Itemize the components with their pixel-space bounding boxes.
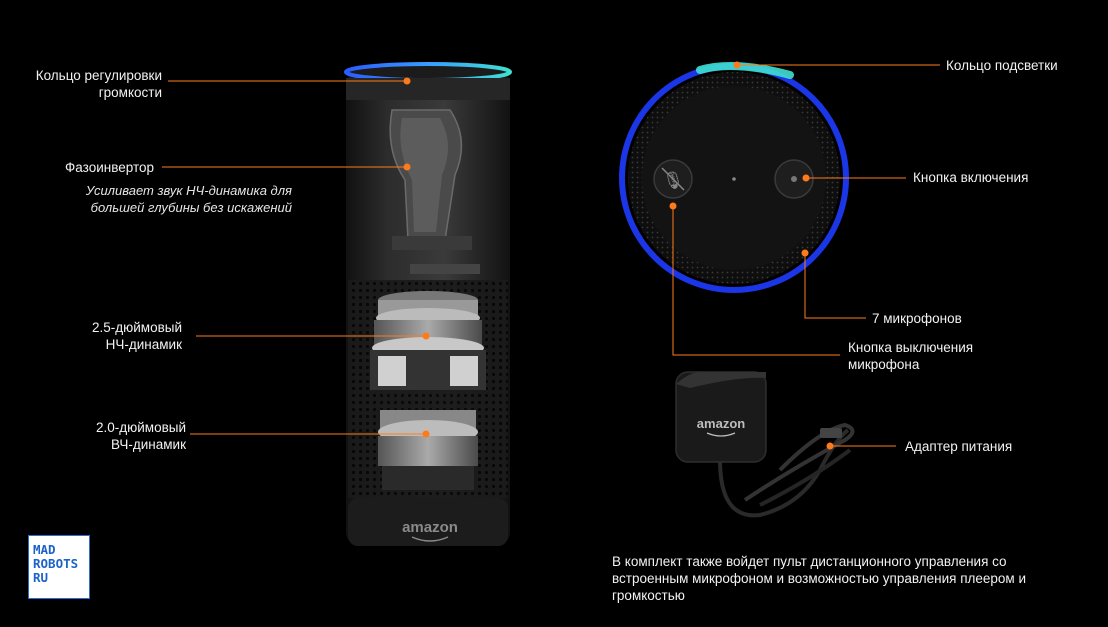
label-mic-off-button: Кнопка выключения микрофона (848, 339, 973, 373)
echo-brand-text: amazon (402, 519, 458, 536)
label-volume-ring-line2: громкости (98, 85, 162, 100)
logo-line3: RU (33, 570, 49, 585)
echo-speaker: amazon (344, 62, 512, 546)
label-woofer-line1: 2.5-дюймовый (91, 320, 182, 335)
bundle-note: В комплект также войдет пульт дистанцион… (612, 554, 1026, 603)
echo-dot: 🎙 (619, 62, 849, 293)
label-tweeter-line1: 2.0-дюймовый (95, 420, 186, 435)
label-woofer-line2: НЧ-динамик (105, 337, 182, 352)
label-mic-off-line2: микрофона (848, 357, 920, 372)
label-volume-ring: Кольцо регулировки громкости (36, 67, 162, 101)
label-power-button: Кнопка включения (913, 170, 1029, 185)
logo-line2: ROBOTS (33, 556, 79, 571)
label-bass-reflex-desc-line2: большей глубины без искажений (90, 200, 292, 215)
label-tweeter: 2.0-дюймовый ВЧ-динамик (96, 419, 186, 453)
label-power-adapter: Адаптер питания (905, 439, 1013, 454)
label-tweeter-line2: ВЧ-динамик (110, 437, 186, 452)
label-volume-ring-line1: Кольцо регулировки (35, 68, 162, 83)
label-light-ring: Кольцо подсветки (946, 58, 1058, 73)
power-adapter: amazon (675, 371, 855, 518)
logo-line1: MAD (33, 542, 56, 557)
power-icon (791, 176, 797, 182)
label-woofer: 2.5-дюймовый НЧ-динамик (92, 319, 182, 353)
label-bass-reflex: Фазоинвертор (65, 160, 154, 175)
label-microphones: 7 микрофонов (872, 311, 962, 326)
leader-lines (162, 64, 940, 447)
label-mic-off-line1: Кнопка выключения (848, 340, 974, 355)
label-bass-reflex-desc-line1: Усиливает звук НЧ-динамика для (85, 183, 292, 198)
leader-dots (403, 61, 834, 450)
adapter-brand-text: amazon (697, 416, 745, 431)
madrobots-logo: MAD ROBOTS RU (28, 535, 90, 599)
label-bass-reflex-desc: Усиливает звук НЧ-динамика для большей г… (86, 182, 292, 216)
